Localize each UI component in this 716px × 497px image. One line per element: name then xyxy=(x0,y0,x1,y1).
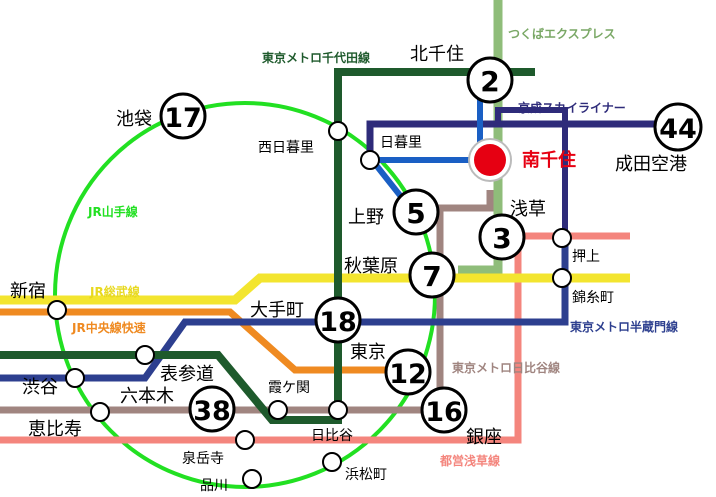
line-skyliner-branch xyxy=(495,107,568,238)
station-label-shinjuku: 新宿 xyxy=(10,281,46,302)
minutes-kitasenju: 2 xyxy=(480,65,499,98)
station-label-nishinippori: 西日暮里 xyxy=(258,140,314,156)
station-label-kinshicho: 錦糸町 xyxy=(572,289,614,306)
station-label-tokyo: 東京 xyxy=(350,342,386,363)
minutes-akihabara: 7 xyxy=(422,260,441,293)
label-skyliner: 京成スカイライナー xyxy=(518,100,626,115)
station-marker-shinjuku[interactable] xyxy=(47,300,67,320)
station-label-otemachi: 大手町 xyxy=(250,300,304,321)
station-badge-asakusa[interactable]: 3 xyxy=(478,213,526,261)
line-hanzomon xyxy=(0,238,569,382)
station-label-akihabara: 秋葉原 xyxy=(344,256,398,277)
station-marker-nishinippori[interactable] xyxy=(328,121,348,141)
label-yamanote-line: JR山手線 xyxy=(87,204,138,219)
origin-label: 南千住 xyxy=(522,149,576,171)
label-sobu-line: JR総武線 xyxy=(89,284,140,299)
station-badge-ikebukuro[interactable]: 17 xyxy=(159,92,207,140)
label-chiyoda-line: 東京メトロ千代田線 xyxy=(262,50,370,65)
label-asakusa-line: 都営浅草線 xyxy=(439,453,500,468)
label-tsukuba-express: つくばエクスプレス xyxy=(508,26,616,41)
line-asakusa xyxy=(0,232,630,444)
station-label-kitasenju: 北千住 xyxy=(410,44,464,65)
label-chuo-line: JR中央線快速 xyxy=(71,320,146,335)
station-label-hibiya: 日比谷 xyxy=(311,428,353,444)
station-label-narita: 成田空港 xyxy=(615,154,687,175)
minutes-narita: 44 xyxy=(659,114,697,145)
station-marker-kinshicho[interactable] xyxy=(552,268,572,288)
station-marker-oshiage[interactable] xyxy=(552,228,572,248)
minutes-otemachi: 18 xyxy=(319,307,357,338)
station-badge-ginza[interactable]: 16 xyxy=(420,386,468,434)
station-marker-shibuya[interactable] xyxy=(65,368,85,388)
station-marker-nippori[interactable] xyxy=(360,150,380,170)
label-hanzomon-line: 東京メトロ半蔵門線 xyxy=(570,319,678,334)
line-skyliner xyxy=(366,120,675,160)
station-label-hamamatsucho: 浜松町 xyxy=(345,467,387,483)
station-marker-hamamatsucho[interactable] xyxy=(322,452,342,472)
station-label-oshiage: 押上 xyxy=(572,249,600,265)
station-marker-omotesando[interactable] xyxy=(135,345,155,365)
line-chiyoda xyxy=(0,68,535,424)
station-badge-tokyo[interactable]: 12 xyxy=(384,348,432,396)
station-label-ginza: 銀座 xyxy=(466,427,502,448)
station-marker-kasumigaseki[interactable] xyxy=(268,400,288,420)
station-label-shinagawa: 品川 xyxy=(200,478,228,494)
station-label-asakusa: 浅草 xyxy=(510,199,546,220)
station-label-ueno: 上野 xyxy=(348,207,384,228)
minutes-asakusa: 3 xyxy=(492,222,511,255)
label-hibiya-line: 東京メトロ日比谷線 xyxy=(452,360,560,375)
station-marker-ebisu[interactable] xyxy=(90,402,110,422)
station-label-shibuya: 渋谷 xyxy=(22,377,58,398)
station-label-omotesando: 表参道 xyxy=(160,364,214,385)
origin-dot xyxy=(474,144,506,176)
station-badge-roppongi[interactable]: 38 xyxy=(188,385,236,433)
station-badge-ueno[interactable]: 5 xyxy=(392,188,440,236)
station-label-ikebukuro: 池袋 xyxy=(116,109,152,130)
line-chuo xyxy=(0,308,408,374)
station-badge-kitasenju[interactable]: 2 xyxy=(466,56,514,104)
station-badge-narita[interactable]: 44 xyxy=(653,102,703,152)
station-badge-otemachi[interactable]: 18 xyxy=(314,296,362,344)
station-marker-shinagawa[interactable] xyxy=(242,469,262,489)
station-label-kasumigaseki: 霞ケ関 xyxy=(268,380,310,396)
minutes-ginza: 16 xyxy=(425,397,463,428)
minutes-roppongi: 38 xyxy=(193,396,231,427)
station-badge-akihabara[interactable]: 7 xyxy=(408,251,456,299)
station-label-roppongi: 六本木 xyxy=(120,386,174,407)
station-marker-sengakuji[interactable] xyxy=(235,430,255,450)
line-hibiya xyxy=(0,190,494,414)
station-label-ebisu: 恵比寿 xyxy=(28,419,82,440)
minutes-ikebukuro: 17 xyxy=(164,103,202,134)
station-marker-hibiya[interactable] xyxy=(328,400,348,420)
minutes-ueno: 5 xyxy=(406,197,425,230)
minutes-tokyo: 12 xyxy=(389,359,427,390)
station-label-nippori: 日暮里 xyxy=(380,135,422,151)
station-label-sengakuji: 泉岳寺 xyxy=(182,450,224,467)
